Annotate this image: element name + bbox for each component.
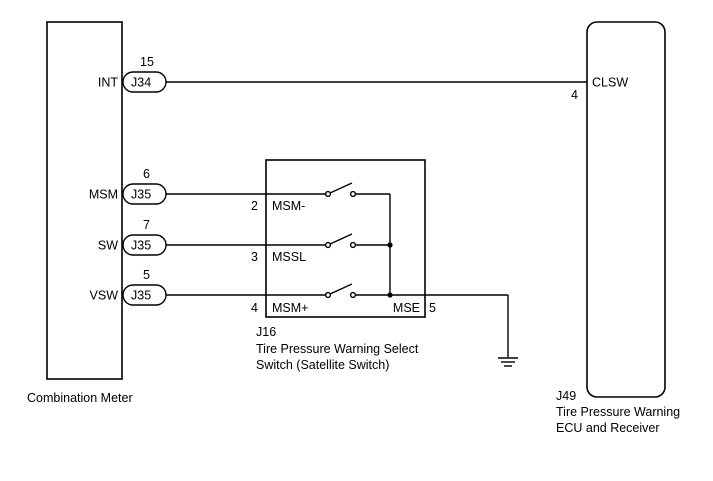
ecu-ref: J49 bbox=[556, 389, 576, 403]
ecu-label-line2: ECU and Receiver bbox=[556, 421, 660, 435]
ecu-label-line1: Tire Pressure Warning bbox=[556, 405, 680, 419]
switch-contact-icon bbox=[324, 182, 357, 198]
connector-pill-msm bbox=[122, 183, 167, 205]
ecu-pin-name: CLSW bbox=[592, 76, 628, 90]
select-switch-box bbox=[265, 159, 426, 318]
switch-pin-name: MSSL bbox=[272, 250, 306, 264]
pin-number: 6 bbox=[143, 167, 150, 181]
switch-pin-number: 4 bbox=[251, 301, 258, 315]
pin-number: 5 bbox=[143, 268, 150, 282]
switch-label-line2: Switch (Satellite Switch) bbox=[256, 358, 389, 372]
pin-name: VSW bbox=[90, 289, 119, 303]
pin-name: SW bbox=[98, 239, 118, 253]
switch-common-pin: 5 bbox=[429, 301, 436, 315]
connector-label: J35 bbox=[131, 188, 151, 202]
junction-dot bbox=[387, 292, 393, 298]
switch-contact-icon bbox=[324, 233, 357, 249]
pin-number: 7 bbox=[143, 218, 150, 232]
connector-label: J34 bbox=[131, 76, 151, 90]
combination-meter-box bbox=[46, 21, 123, 380]
switch-pin-number: 2 bbox=[251, 199, 258, 213]
switch-label-line1: Tire Pressure Warning Select bbox=[256, 342, 419, 356]
connector-label: J35 bbox=[131, 289, 151, 303]
switch-pin-number: 3 bbox=[251, 250, 258, 264]
connector-label: J35 bbox=[131, 239, 151, 253]
switch-pin-name: MSM+ bbox=[272, 301, 308, 315]
switch-ref: J16 bbox=[256, 325, 276, 339]
switch-pin-name: MSM- bbox=[272, 199, 305, 213]
switch-common-name: MSE bbox=[393, 301, 420, 315]
pin-name: MSM bbox=[89, 188, 118, 202]
ecu-pin-number: 4 bbox=[571, 88, 578, 102]
ground-icon bbox=[498, 357, 518, 367]
connector-pill-sw bbox=[122, 234, 167, 256]
pin-name: INT bbox=[98, 76, 119, 90]
junction-dot bbox=[387, 242, 393, 248]
ecu-box bbox=[586, 21, 666, 398]
connector-pill-int bbox=[122, 71, 167, 93]
combination-meter-label: Combination Meter bbox=[27, 391, 133, 405]
switch-contact-icon bbox=[324, 283, 357, 299]
pin-number: 15 bbox=[140, 55, 154, 69]
connector-pill-vsw bbox=[122, 284, 167, 306]
